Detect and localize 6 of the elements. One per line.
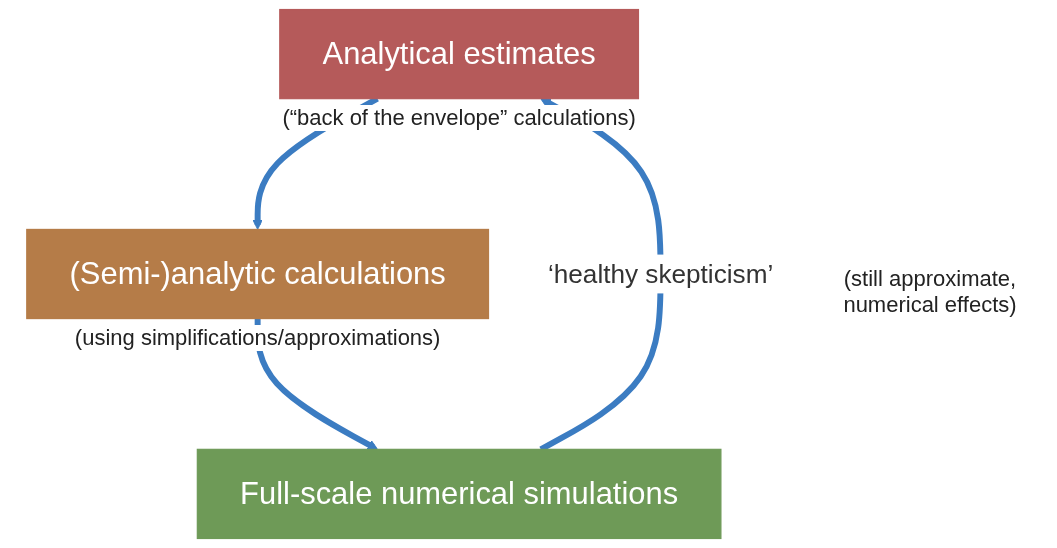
node-box: (Semi-)analytic calculations [26,228,490,320]
note-text: (still approximate, numerical effects) [842,266,1018,318]
node-box: Analytical estimates [279,8,640,100]
arrow [254,318,378,450]
node-box: Full-scale numerical simulations [196,448,722,540]
edge-label: ‘healthy skepticism’ [547,259,774,289]
